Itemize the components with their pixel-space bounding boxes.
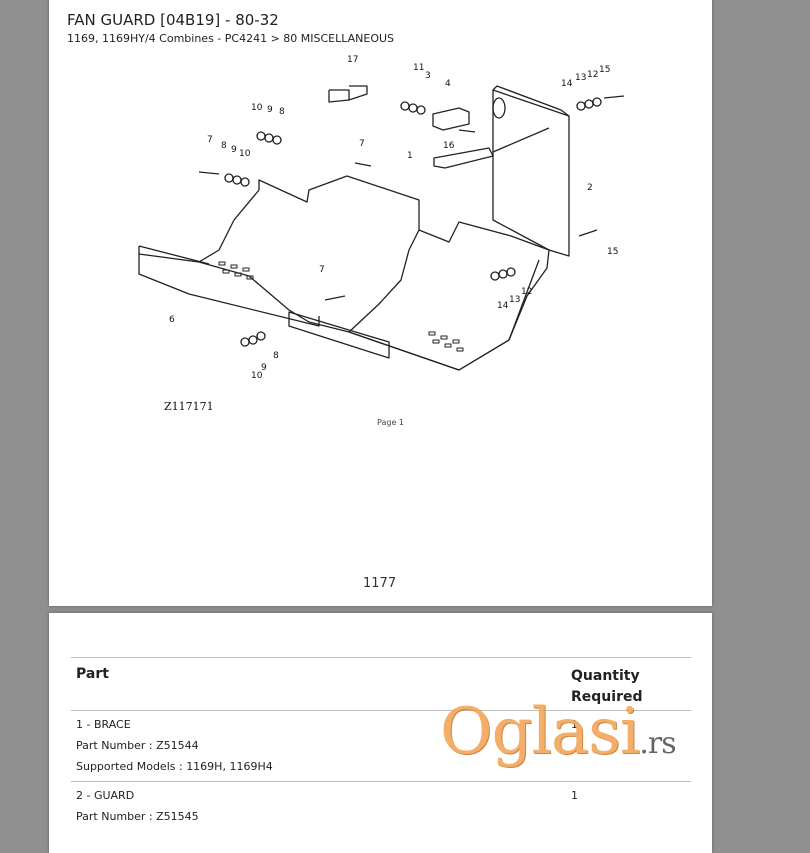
callout-2: 2 <box>587 183 593 193</box>
callout-12b: 12 <box>521 287 532 297</box>
bolts <box>198 95 625 301</box>
table-row: 2 - GUARD Part Number : Z51545 1 <box>71 782 691 852</box>
callout-1: 1 <box>407 151 413 161</box>
brace-1 <box>433 147 494 169</box>
callout-10a: 10 <box>251 103 263 113</box>
figure-code: Z117171 <box>164 400 214 413</box>
perforation-holes <box>218 261 464 352</box>
callout-14b: 14 <box>497 301 509 311</box>
callout-10c: 10 <box>251 371 263 381</box>
callout-13b: 13 <box>509 295 520 305</box>
part-number: Part Number : Z51545 <box>76 810 199 823</box>
part-name: 1 - BRACE <box>76 718 131 731</box>
callout-9b: 9 <box>231 145 237 155</box>
callout-15a: 15 <box>599 65 610 75</box>
table-rule <box>71 781 691 782</box>
bracket-4 <box>432 107 470 131</box>
table-header: Part Quantity Required <box>71 658 691 710</box>
page-title: FAN GUARD [04B19] - 80-32 <box>67 11 279 29</box>
watermark-brand: Oglasi <box>440 695 640 769</box>
quantity: 1 <box>571 789 578 802</box>
document-page-1: FAN GUARD [04B19] - 80-32 1169, 1169HY/4… <box>49 0 712 606</box>
bracket-17 <box>329 85 368 101</box>
callout-11: 11 <box>413 63 424 73</box>
callout-12a: 12 <box>587 70 598 80</box>
column-header-part: Part <box>76 666 109 682</box>
callout-4: 4 <box>445 79 451 89</box>
callout-10b: 10 <box>239 149 251 159</box>
washers <box>224 97 602 347</box>
part-name: 2 - GUARD <box>76 789 135 802</box>
callout-8c: 8 <box>273 351 279 361</box>
callout-8b: 8 <box>221 141 227 151</box>
callout-14a: 14 <box>561 79 573 89</box>
guard-2 <box>492 89 570 257</box>
parts-diagram: 17 11 3 4 16 1 14 13 12 15 10 9 8 7 8 9 … <box>138 55 625 413</box>
callout-9a: 9 <box>267 105 273 115</box>
callout-13a: 13 <box>575 73 586 83</box>
fan-shield-body <box>138 175 550 371</box>
callout-16: 16 <box>443 141 455 151</box>
watermark-suffix: .rs <box>639 726 676 761</box>
oglasi-watermark-logo: Oglasi.rs <box>440 695 677 769</box>
side-rail-6 <box>138 246 320 327</box>
callout-15b: 15 <box>607 247 618 257</box>
page-number: 1177 <box>363 576 397 591</box>
document-page-2: Part Quantity Required 1 - BRACE Part Nu… <box>49 613 712 853</box>
callout-3: 3 <box>425 71 431 81</box>
table-rule <box>71 710 691 711</box>
column-header-quantity: Quantity Required <box>571 666 642 708</box>
callout-7a: 7 <box>207 135 213 145</box>
table-rule <box>71 657 691 658</box>
page-subtitle: 1169, 1169HY/4 Combines - PC4241 > 80 MI… <box>67 32 395 45</box>
callout-9c: 9 <box>261 363 267 373</box>
parts-table: Part Quantity Required 1 - BRACE Part Nu… <box>71 657 691 852</box>
supported-models: Supported Models : 1169H, 1169H4 <box>76 760 273 773</box>
part-number: Part Number : Z51544 <box>76 739 199 752</box>
quantity: 1 <box>571 718 578 731</box>
page-label: Page 1 <box>377 418 404 427</box>
callout-17: 17 <box>347 55 358 65</box>
side-strip <box>288 311 390 359</box>
callout-6: 6 <box>169 315 175 325</box>
callout-8a: 8 <box>279 107 285 117</box>
table-row: 1 - BRACE Part Number : Z51544 Supported… <box>71 711 691 781</box>
callout-7c: 7 <box>319 265 325 275</box>
column-header-quantity-line2: Required <box>571 689 643 705</box>
callout-7b: 7 <box>359 139 365 149</box>
column-header-quantity-line1: Quantity <box>571 668 640 684</box>
